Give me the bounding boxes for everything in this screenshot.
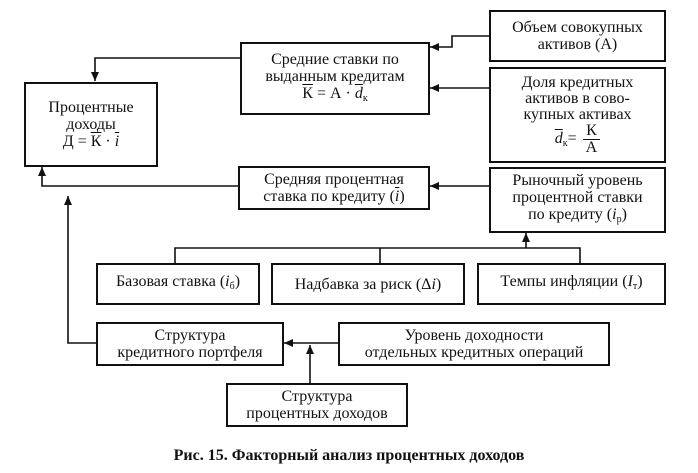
market-rate-line2: процентной ставки [512, 189, 643, 206]
node-base-rate: Базовая ставка (iб) [96, 263, 260, 305]
arrow-assets-to-avg-rates [430, 35, 489, 51]
factors-bracket [174, 247, 581, 263]
node-inflation: Темпы инфляции (Iт) [477, 263, 666, 305]
node-average-rates: Средние ставки по выданным кредитам К = … [240, 42, 430, 115]
market-rate-line3: по кредиту (iр) [528, 206, 627, 225]
credit-share-line2: активов в сово- [525, 89, 630, 107]
inflation-label: Темпы инфляции (Iт) [500, 273, 643, 292]
portfolio-line1: Структура [154, 327, 226, 344]
market-rate-line1: Рыночный уровень [512, 172, 643, 189]
average-rates-formula: К = А · dк [302, 84, 368, 104]
profitability-line1: Уровень доходности [404, 327, 544, 344]
portfolio-line2: кредитного портфеля [117, 344, 263, 361]
base-rate-label: Базовая ставка (iб) [115, 273, 241, 292]
credit-share-line1: Доля кредитных [521, 73, 634, 91]
arrow-avg-rates-to-income [91, 57, 240, 81]
node-average-interest-rate: Средняя процентная ставка по кредиту (i) [238, 166, 430, 210]
node-interest-income: Процентные доходы Д = К · i [24, 82, 158, 167]
income-structure-line2: процентных доходов [246, 405, 388, 422]
node-operation-profitability: Уровень доходности отдельных кредитных о… [338, 322, 610, 366]
total-assets-line1: Объем совокупных [512, 19, 643, 36]
figure-caption: Рис. 15. Факторный анализ процентных дох… [173, 447, 525, 464]
node-credit-portfolio-structure: Структура кредитного портфеля [96, 322, 284, 366]
interest-income-line2: доходы [66, 116, 116, 133]
risk-premium-label: Надбавка за риск (Δi) [294, 275, 442, 293]
income-structure-line1: Структура [281, 388, 353, 405]
node-risk-premium: Надбавка за риск (Δi) [271, 263, 465, 305]
total-assets-line2: активов (А) [537, 36, 618, 53]
average-rates-line2: выданным кредитам [265, 67, 405, 85]
credit-share-line3: купных активах [523, 105, 632, 123]
arrow-portfolio-to-income [64, 196, 96, 344]
average-interest-line1: Средняя процентная [264, 171, 404, 188]
average-rates-line1: Средние ставки по [271, 50, 399, 68]
interest-income-line1: Процентные [48, 99, 134, 116]
node-market-rate: Рыночный уровень процентной ставки по кр… [489, 167, 666, 233]
arrow-avg-interest-to-income [38, 167, 238, 187]
average-interest-line2: ставка по кредиту (i) [263, 188, 405, 205]
profitability-line2: отдельных кредитных операций [364, 344, 584, 361]
node-credit-share: Доля кредитных активов в сово- купных ак… [489, 67, 666, 163]
node-total-assets: Объем совокупных активов (А) [489, 10, 666, 62]
node-interest-income-structure: Структура процентных доходов [226, 383, 408, 427]
interest-income-formula: Д = К · i [62, 133, 120, 150]
